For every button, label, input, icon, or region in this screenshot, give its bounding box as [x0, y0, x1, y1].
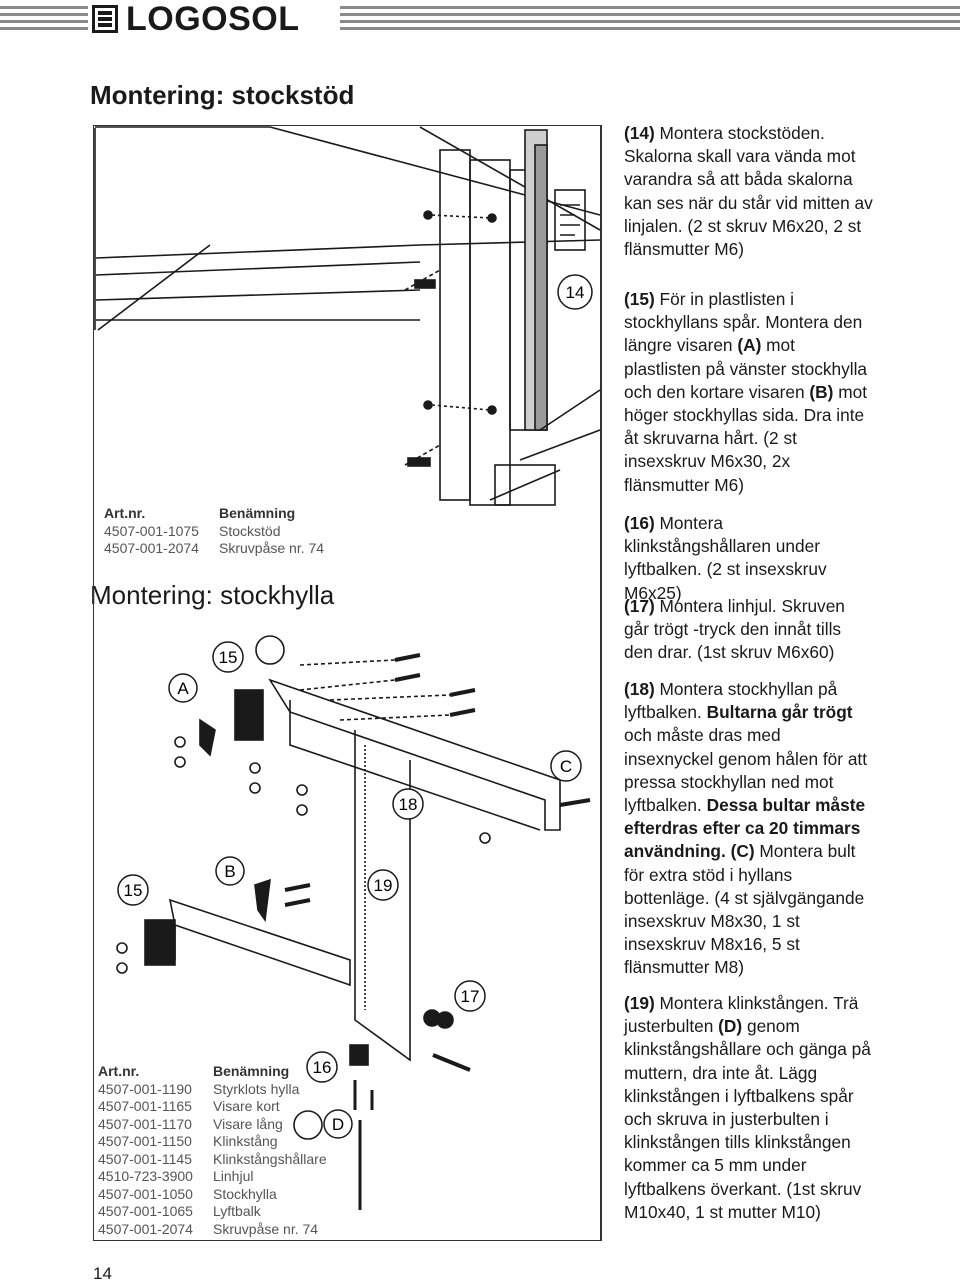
- part-art-number: 4507-001-1050: [98, 1185, 193, 1202]
- parts-header-art: Art.nr.: [98, 1063, 140, 1079]
- parts-row: 4507-001-2074 Skruvpåse nr. 74: [104, 540, 324, 558]
- logo-text: LOGOSOL: [126, 0, 300, 38]
- section-title-stockhylla: Montering: stockhylla: [90, 580, 335, 610]
- parts-row: 4507-001-1050 Stockhylla: [98, 1186, 327, 1204]
- parts-header-art: Art.nr.: [104, 505, 146, 521]
- parts-list-stockhylla: Art.nr. Benämning 4507-001-1190 Styrklots…: [98, 1063, 327, 1238]
- part-art-number: 4507-001-1190: [98, 1080, 192, 1097]
- parts-header-name: Benämning: [213, 1063, 290, 1079]
- step-number: (15): [624, 289, 655, 309]
- stockhylla-drawing: [116, 635, 591, 1210]
- logo: LOGOSOL: [92, 0, 308, 38]
- parts-row: 4510-723-3900 Linhjul: [98, 1168, 327, 1186]
- callout-16: 16: [313, 1058, 332, 1077]
- page-number: 14: [93, 1264, 112, 1283]
- instruction-14: (14) Montera stockstöden. Skalorna skall…: [624, 122, 874, 261]
- step-ref: (C): [730, 841, 755, 862]
- callout-15-top: 15: [219, 648, 238, 667]
- part-name: Visare kort: [213, 1098, 280, 1114]
- part-name: Skruvpåse nr. 74: [213, 1220, 319, 1237]
- parts-header: Art.nr. Benämning: [104, 505, 324, 523]
- parts-row: 4507-001-1150 Klinkstång: [98, 1133, 327, 1151]
- step-ref: (B): [809, 381, 834, 402]
- part-name: Stockhylla: [213, 1185, 277, 1202]
- step-text: Montera linhjul. Skruven går trögt -tryc…: [624, 596, 845, 663]
- instruction-16: (16) Montera klinkstångshållaren under l…: [624, 512, 874, 605]
- step-text: genom klinkstångshållare och gänga på mu…: [624, 1016, 871, 1222]
- part-name: Linhjul: [213, 1168, 254, 1184]
- part-name: Visare lång: [213, 1115, 283, 1132]
- part-art-number: 4507-001-1065: [98, 1203, 193, 1219]
- header-stripes-left: [0, 6, 88, 30]
- part-name: Skruvpåse nr. 74: [219, 540, 325, 556]
- callout-D: D: [332, 1115, 344, 1134]
- step-ref: (A): [737, 335, 762, 356]
- part-art-number: 4507-001-1150: [98, 1133, 192, 1149]
- step-text: Montera stockstöden. Skalorna skall vara…: [624, 123, 873, 260]
- part-name: Klinkstångshållare: [213, 1150, 327, 1167]
- callouts: 14 15 A C 18 B 15 19 17 16 D: [117, 274, 593, 1139]
- parts-row: 4507-001-1165 Visare kort: [98, 1098, 327, 1116]
- callout-C: C: [560, 757, 572, 776]
- step-text: Montera klinkstångshållaren under lyftba…: [624, 513, 827, 603]
- callout-A: A: [177, 679, 189, 698]
- part-art-number: 4507-001-1165: [98, 1098, 192, 1114]
- callout-18: 18: [399, 795, 418, 814]
- step-text: Montera klinkstången. Trä justerbulten: [624, 993, 859, 1037]
- callout-14: 14: [566, 283, 585, 302]
- part-name: Lyftbalk: [213, 1203, 261, 1219]
- step-emphasis: Dessa bultar måste efterdras efter ca 20…: [624, 795, 866, 862]
- callout-15-bottom: 15: [124, 881, 143, 900]
- figure-divider: [601, 125, 602, 1241]
- part-name: Styrklots hylla: [213, 1080, 300, 1097]
- step-text: Montera stockhyllan på lyftbalken.: [624, 679, 838, 723]
- callout-17: 17: [461, 987, 480, 1006]
- part-art-number: 4507-001-1170: [98, 1115, 192, 1132]
- step-text: Montera bult för extra stöd i hyllans bo…: [624, 841, 865, 978]
- part-art-number: 4507-001-2074: [104, 540, 199, 556]
- parts-header: Art.nr. Benämning: [98, 1063, 327, 1081]
- step-emphasis: Bultarna går trögt: [706, 702, 853, 723]
- instruction-18: (18) Montera stockhyllan på lyftbalken. …: [624, 678, 874, 980]
- parts-row: 4507-001-1170 Visare lång: [98, 1116, 327, 1134]
- parts-header-name: Benämning: [219, 505, 296, 521]
- step-text: mot höger stockhyllas sida. Dra inte åt …: [624, 381, 868, 495]
- instruction-19: (19) Montera klinkstången. Trä justerbul…: [624, 992, 874, 1224]
- part-name: Stockstöd: [219, 522, 281, 539]
- logosol-mark-icon: [92, 5, 118, 33]
- callout-19: 19: [374, 876, 393, 895]
- figure-frame: [93, 125, 601, 1241]
- parts-row: 4507-001-1190 Styrklots hylla: [98, 1081, 327, 1099]
- callout-B: B: [224, 862, 235, 881]
- header-stripes-right: [340, 6, 960, 30]
- step-number: (14): [624, 123, 655, 143]
- step-text: För in plastlisten i stockhyllans spår. …: [624, 289, 863, 356]
- stockstod-frame-drawing: [94, 126, 601, 506]
- part-art-number: 4507-001-1145: [98, 1150, 192, 1167]
- parts-row: 4507-001-1145 Klinkstångshållare: [98, 1151, 327, 1169]
- part-art-number: 4510-723-3900: [98, 1168, 193, 1184]
- parts-row: 4507-001-1075 Stockstöd: [104, 523, 324, 541]
- instruction-17: (17) Montera linhjul. Skruven går trögt …: [624, 595, 874, 665]
- part-name: Klinkstång: [213, 1133, 278, 1149]
- section-title-stockstod: Montering: stockstöd: [90, 80, 355, 110]
- step-ref: (D): [718, 1016, 743, 1037]
- step-number: (19): [624, 993, 655, 1013]
- step-number: (18): [624, 679, 655, 699]
- parts-list-stockstod: Art.nr. Benämning 4507-001-1075 Stockstö…: [104, 505, 324, 558]
- step-number: (16): [624, 513, 655, 533]
- parts-row: 4507-001-1065 Lyftbalk: [98, 1203, 327, 1221]
- part-art-number: 4507-001-1075: [104, 522, 199, 539]
- part-art-number: 4507-001-2074: [98, 1220, 193, 1237]
- step-text: mot plastlisten på vänster stockhylla oc…: [624, 335, 868, 402]
- step-number: (17): [624, 596, 655, 616]
- step-text: och måste dras med insexnyckel genom hål…: [624, 725, 868, 816]
- instruction-15: (15) För in plastlisten i stockhyllans s…: [624, 288, 874, 497]
- parts-row: 4507-001-2074 Skruvpåse nr. 74: [98, 1221, 327, 1239]
